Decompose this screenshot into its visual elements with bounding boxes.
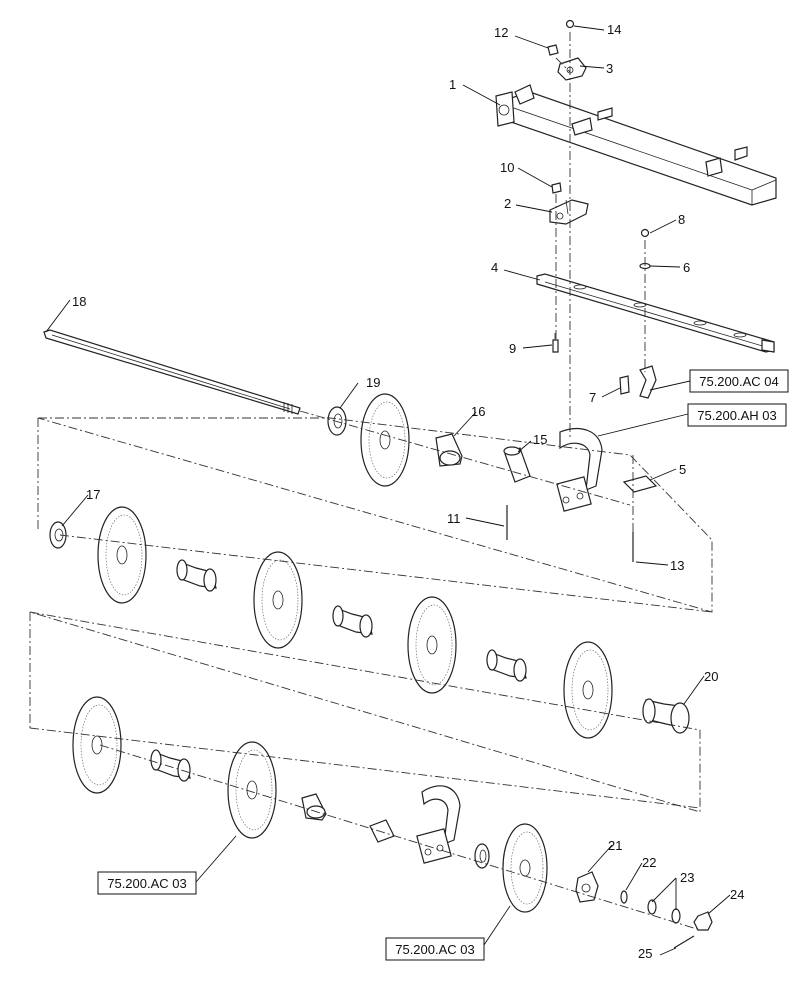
ref-label-ac04: 75.200.AC 04 (699, 374, 779, 389)
ref-label-ac03-right: 75.200.AC 03 (395, 942, 475, 957)
callout-15: 15 (533, 432, 547, 447)
callout-24: 24 (730, 887, 744, 902)
mounting-rail (536, 273, 775, 353)
callout-1: 1 (449, 77, 456, 92)
axle-shaft (43, 329, 301, 415)
leader-lines (45, 25, 731, 956)
callout-5: 5 (679, 462, 686, 477)
nut-24 (693, 911, 713, 931)
spool-c (486, 649, 527, 682)
disc-2 (97, 506, 147, 604)
ref-box-ac03-left[interactable]: 75.200.AC 03 (97, 871, 197, 895)
lower-hanger (416, 785, 461, 864)
centerlines (29, 32, 713, 931)
callout-2: 2 (504, 196, 511, 211)
disc-5 (563, 641, 613, 739)
callout-22: 22 (642, 855, 656, 870)
disc-4 (407, 596, 457, 694)
washer-22 (620, 890, 628, 904)
callout-4: 4 (491, 260, 498, 275)
spool-e (301, 793, 327, 821)
callout-6: 6 (683, 260, 690, 275)
callout-23: 23 (680, 870, 694, 885)
spool-d (150, 749, 191, 782)
upper-hanger (556, 428, 603, 512)
callout-9: 9 (509, 341, 516, 356)
callout-12: 12 (494, 25, 508, 40)
scraper-clip (639, 365, 657, 399)
callout-20: 20 (704, 669, 718, 684)
spool-a (176, 559, 217, 592)
frame-beam (495, 84, 777, 206)
washers-23 (647, 899, 681, 924)
disc-6 (72, 696, 122, 794)
clamp-plate-and-bolts (506, 475, 658, 562)
callout-25: 25 (638, 946, 652, 961)
disc-1 (360, 393, 410, 487)
callout-10: 10 (500, 160, 514, 175)
callout-21: 21 (608, 838, 622, 853)
ref-box-ac04[interactable]: 75.200.AC 04 (689, 369, 789, 393)
callout-13: 13 (670, 558, 684, 573)
lower-bushing (369, 819, 395, 843)
ref-box-ah03[interactable]: 75.200.AH 03 (687, 403, 787, 427)
pin-25 (673, 935, 695, 949)
callout-8: 8 (678, 212, 685, 227)
callout-17: 17 (86, 487, 100, 502)
seal-19 (327, 406, 347, 436)
ref-box-ac03-right[interactable]: 75.200.AC 03 (385, 937, 485, 961)
bushing (503, 446, 531, 483)
callout-7: 7 (589, 390, 596, 405)
ref-label-ac03-left: 75.200.AC 03 (107, 876, 187, 891)
bearing-21 (575, 871, 599, 903)
upper-bracket (547, 19, 587, 81)
callout-16: 16 (471, 404, 485, 419)
callout-14: 14 (607, 22, 621, 37)
spool-b (332, 605, 373, 638)
disc-7 (227, 741, 277, 839)
callout-numbers: 1 2 3 4 5 6 7 8 9 10 11 12 13 14 15 16 1… (72, 22, 744, 961)
disc-8 (502, 823, 548, 913)
callout-18: 18 (72, 294, 86, 309)
disc-3 (253, 551, 303, 649)
callout-3: 3 (606, 61, 613, 76)
callout-11: 11 (447, 511, 461, 526)
ref-label-ah03: 75.200.AH 03 (697, 408, 777, 423)
callout-19: 19 (366, 375, 380, 390)
lower-bracket (549, 182, 589, 225)
spool-20 (642, 698, 690, 734)
end-spool (435, 433, 463, 467)
